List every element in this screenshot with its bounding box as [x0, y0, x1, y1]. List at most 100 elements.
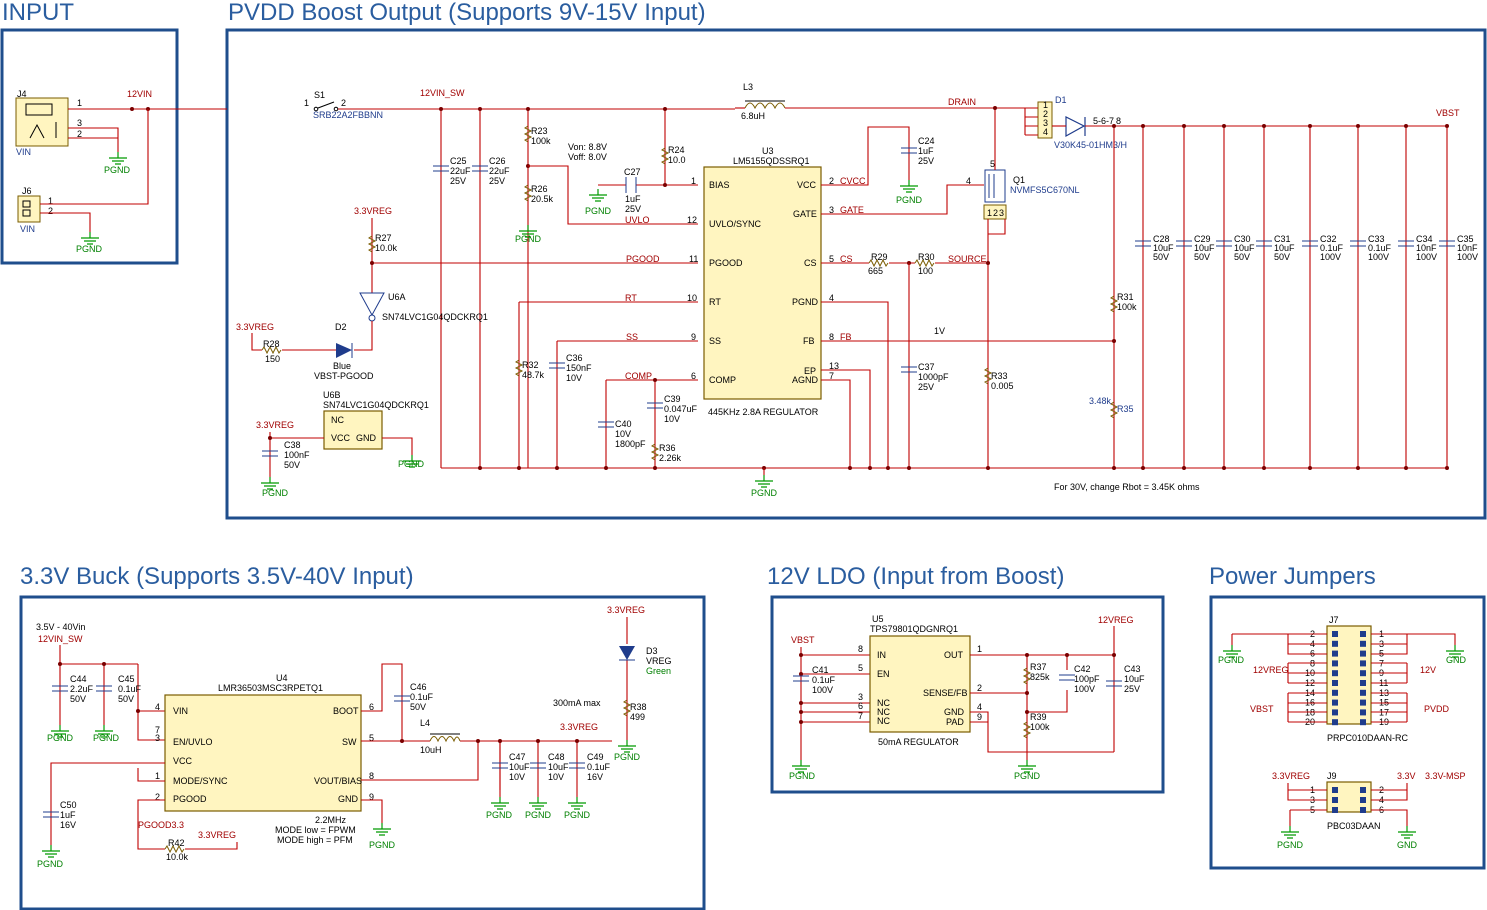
svg-text:2: 2 — [993, 208, 998, 218]
header-pin — [1360, 670, 1366, 677]
c42-volt: 100V — [1074, 684, 1095, 694]
j9-part: PBC03DAAN — [1327, 821, 1381, 831]
junction-dot — [1182, 124, 1186, 128]
junction-dot — [1404, 466, 1408, 470]
out-cap-val: 10uF — [1234, 243, 1255, 253]
header-pin — [1332, 660, 1338, 667]
header-pin — [1332, 797, 1338, 803]
svg-text:1: 1 — [77, 98, 82, 108]
r38-val: 499 — [630, 712, 645, 722]
net-33vreg-label: 3.3VREG — [354, 206, 392, 216]
capacitor-symbol — [1256, 240, 1272, 247]
r24-ref: R24 — [668, 145, 685, 155]
u3-pin-pgnd: PGND — [792, 297, 819, 307]
d1-part: V30K45-01HM3/H — [1054, 140, 1127, 150]
net-cs-label: CS — [840, 254, 853, 264]
r39-ref: R39 — [1030, 712, 1047, 722]
svg-text:3: 3 — [829, 205, 834, 215]
u4-freq: 2.2MHz — [315, 815, 347, 825]
c36-volt: 10V — [566, 373, 582, 383]
c24-volt: 25V — [918, 156, 934, 166]
s1-part: SRB22A2FBBNN — [313, 110, 383, 120]
u3-pin-pgood: PGOOD — [709, 258, 743, 268]
r27-val: 10.0k — [375, 243, 398, 253]
header-pin — [1360, 699, 1366, 706]
q1-mosfet-symbol — [984, 169, 1006, 203]
header-pin — [1332, 709, 1338, 716]
net-vbst-label: VBST — [1436, 108, 1460, 118]
svg-text:5: 5 — [858, 663, 863, 673]
u3-part: LM5155QDSSRQ1 — [733, 156, 810, 166]
c42-val: 100pF — [1074, 674, 1100, 684]
c27-volt: 25V — [625, 204, 641, 214]
svg-text:7: 7 — [155, 725, 160, 735]
j4-barrel-icon — [25, 103, 53, 116]
net-33vreg-label: 3.3VREG — [1272, 771, 1310, 781]
j4-label: VIN — [16, 147, 31, 157]
c47-volt: 10V — [509, 772, 525, 782]
c46-volt: 50V — [410, 702, 426, 712]
c37-ref: C37 — [918, 362, 935, 372]
pgnd-label: PGND — [93, 733, 120, 743]
d2-ref: D2 — [335, 322, 347, 332]
capacitor-symbol — [1176, 240, 1192, 247]
out-cap-volt: 50V — [1153, 252, 1169, 262]
r42-ref: R42 — [168, 838, 185, 848]
pgnd-label: PGND — [1014, 771, 1041, 781]
c40-ref: C40 — [615, 419, 632, 429]
d2-color: Blue — [333, 361, 351, 371]
l3-coil — [744, 102, 786, 110]
u5-note: 50mA REGULATOR — [878, 737, 959, 747]
buck-vin-range: 3.5V - 40Vin — [36, 622, 85, 632]
c44-val: 2.2uF — [70, 684, 94, 694]
pgnd-label: PGND — [104, 165, 131, 175]
junction-dot — [1404, 124, 1408, 128]
header-pin — [1332, 631, 1338, 637]
c43-volt: 25V — [1124, 684, 1140, 694]
net-12vin-sw-label: 12VIN_SW — [420, 88, 465, 98]
pgnd-label: PGND — [486, 810, 513, 820]
pgnd-label: PGND — [76, 244, 103, 254]
svg-text:9: 9 — [691, 332, 696, 342]
c47-ref: C47 — [509, 752, 526, 762]
boost-frame — [225, 28, 1487, 520]
u3-pin-bias: BIAS — [709, 180, 730, 190]
c39-val: 0.047uF — [664, 404, 698, 414]
c48-val: 10uF — [548, 762, 569, 772]
j7-ref: J7 — [1329, 615, 1339, 625]
c44-ref: C44 — [70, 674, 87, 684]
section-title-ldo: 12V LDO (Input from Boost) — [767, 563, 1064, 590]
r33-val: 0.005 — [991, 381, 1014, 391]
svg-text:7: 7 — [829, 371, 834, 381]
net-vbst-label: VBST — [791, 635, 815, 645]
svg-text:2: 2 — [48, 206, 53, 216]
j6-ref: J6 — [22, 186, 32, 196]
section-title-boost: PVDD Boost Output (Supports 9V-15V Input… — [228, 0, 706, 26]
u4-pin-mode: MODE/SYNC — [173, 776, 228, 786]
u4-pin-vcc: VCC — [173, 756, 193, 766]
junction-dot — [1445, 124, 1449, 128]
c41-val: 0.1uF — [812, 675, 836, 685]
u3-pin-rt: RT — [709, 297, 721, 307]
c26-ref: C26 — [489, 156, 506, 166]
u4-pin-boot: BOOT — [333, 706, 359, 716]
pgnd-label: PGND — [37, 859, 64, 869]
net-pgood-label: PGOOD — [626, 254, 660, 264]
buck-section: 3.5V - 40Vin 12VIN_SW C44 2.2uF 50V C45 … — [36, 605, 672, 869]
u3-ref: U3 — [762, 146, 774, 156]
r31-val: 100k — [1117, 302, 1137, 312]
c46-val: 0.1uF — [410, 692, 434, 702]
svg-text:6: 6 — [369, 702, 374, 712]
junction-dot — [1308, 124, 1312, 128]
header-pin — [1360, 660, 1366, 667]
header-pin — [1360, 689, 1366, 696]
pgnd-label: PGND — [585, 206, 612, 216]
header-pin — [1360, 709, 1366, 716]
c26-val: 22uF — [489, 166, 510, 176]
u3-pin-uvlo: UVLO/SYNC — [709, 219, 762, 229]
header-pin — [1360, 787, 1366, 793]
junction-dot — [1262, 466, 1266, 470]
u6b-ref: U6B — [323, 390, 341, 400]
c49-val: 0.1uF — [587, 762, 611, 772]
net-rt-label: RT — [625, 293, 637, 303]
